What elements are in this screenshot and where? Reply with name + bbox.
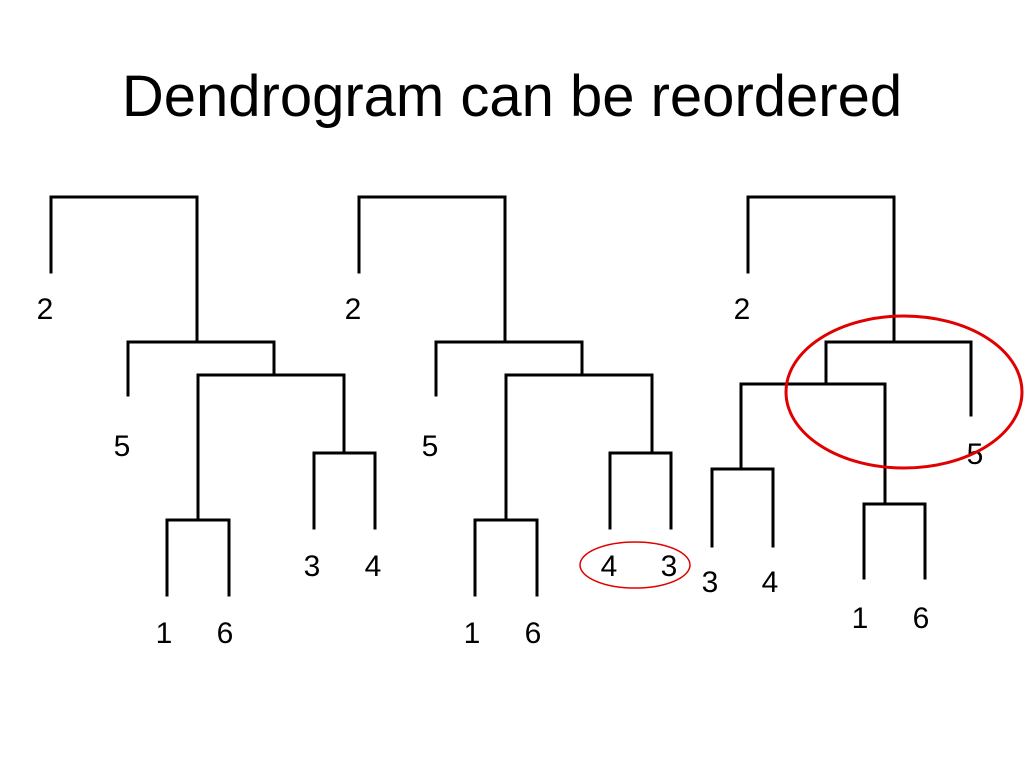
leaf-label: 6 [525,617,542,650]
branch-1-6 [473,518,539,597]
branch-4-3 [608,451,673,530]
leaf-label: 5 [114,430,131,463]
leaf-label: 3 [702,566,719,599]
leaf-label: 1 [464,617,481,650]
leaf-label: 6 [217,617,234,650]
branch-1-6 [165,518,231,597]
leaf-label: 5 [422,430,439,463]
leaf-label: 3 [304,550,321,583]
branch-1-6 [862,502,927,580]
leaf-label: 4 [365,550,382,583]
highlight-ellipse-small [579,541,691,589]
branch-inner [196,373,346,520]
dendrogram-1-labels: 2 5 3 4 1 6 [37,293,382,650]
branch-3-4 [710,467,775,548]
branch-root [49,195,199,343]
leaf-label: 4 [601,550,618,583]
branch-root [357,195,507,343]
leaf-label: 4 [762,566,779,599]
leaf-label: 5 [967,438,984,471]
leaf-label: 6 [913,602,930,635]
branch-3-4 [312,451,377,530]
highlight-ellipse-large [784,314,1024,470]
leaf-label: 1 [156,617,173,650]
dendrogram-3-labels: 2 5 3 4 1 6 [702,293,984,635]
dendrogram-2 [357,195,673,597]
leaf-label: 2 [37,293,54,326]
branch-5-group [126,340,276,397]
branch-inner [739,382,887,504]
leaf-label: 2 [345,293,362,326]
dendrogram-2-labels: 2 5 4 3 1 6 [345,293,678,650]
branch-group-5 [824,340,973,417]
leaf-label: 3 [661,550,678,583]
slide-title: Dendrogram can be reordered [121,64,903,129]
branch-inner [504,373,654,520]
leaf-label: 1 [852,602,869,635]
branch-root [746,195,896,343]
dendrogram-3 [710,195,973,580]
branch-5-group [434,340,584,397]
dendrogram-1 [49,195,377,597]
leaf-label: 2 [734,293,751,326]
